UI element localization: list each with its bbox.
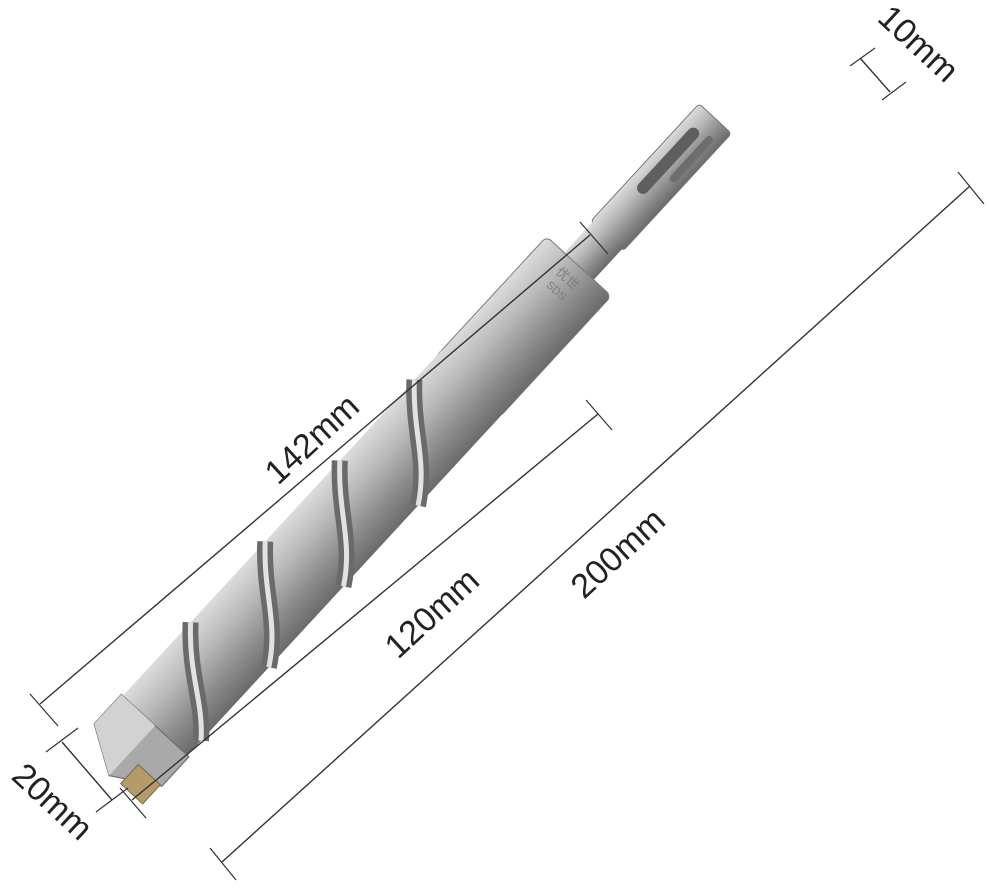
shank-slot (669, 136, 714, 183)
bit-head-facet (94, 694, 156, 776)
drill-bit: 优世 SDS (93, 104, 731, 805)
label-200mm: 200mm (564, 501, 673, 606)
label-120mm: 120mm (378, 561, 487, 666)
shank-slot (637, 127, 700, 194)
spiral-flutes (182, 379, 430, 742)
carbide-tip (119, 763, 162, 805)
label-10mm: 10mm (871, 0, 966, 90)
dim-shank-diameter: 10mm (849, 0, 966, 101)
bit-flute-body (122, 350, 507, 756)
